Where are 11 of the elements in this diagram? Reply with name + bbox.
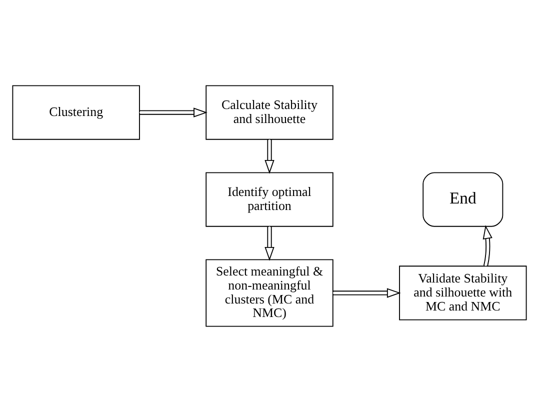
node-box: End <box>422 172 504 226</box>
node-box: Clustering <box>12 84 140 140</box>
node-box: Calculate Stability and silhouette <box>206 84 334 140</box>
arrow <box>482 224 492 266</box>
arrow <box>264 225 274 260</box>
node-box: Identify optimal partition <box>206 172 334 226</box>
arrow <box>332 288 401 298</box>
arrow <box>264 138 274 174</box>
node-box: Select meaningful & non-meaningful clusters (MC and NMC) <box>206 258 334 326</box>
node-box: Validate Stability and silhouette with MC and NMC <box>399 265 527 320</box>
arrow <box>139 107 208 117</box>
